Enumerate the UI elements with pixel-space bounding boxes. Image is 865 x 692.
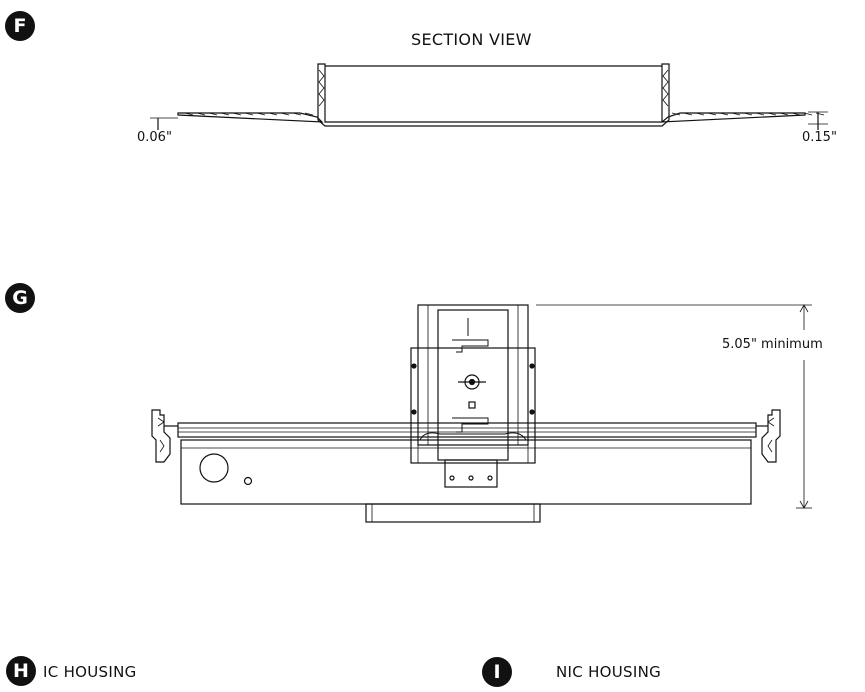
screw [243,476,253,486]
badge-f: F [5,11,35,41]
dim-left-label: 0.06" [137,130,172,145]
right-end-bracket [761,409,781,463]
lower-tab [444,459,498,488]
mounting-plate-front [410,347,536,464]
badge-h: H [6,656,36,686]
section-body [317,63,670,127]
left-end-bracket [151,409,171,463]
dim-right-label: 0.15" [802,130,837,145]
caption-ic-housing: IC HOUSING [43,663,137,681]
knockout [199,453,229,483]
caption-nic-housing: NIC HOUSING [556,663,662,681]
section-right-flange [660,112,806,123]
section-left-flange [177,112,324,123]
hanger-bar [177,422,757,438]
badge-g: G [5,283,35,313]
housing-box [180,439,752,505]
section-view-title: SECTION VIEW [411,30,532,49]
bottom-bracket [365,503,541,523]
dim-height-label: 5.05" minimum [722,337,823,352]
badge-i: I [482,657,512,687]
